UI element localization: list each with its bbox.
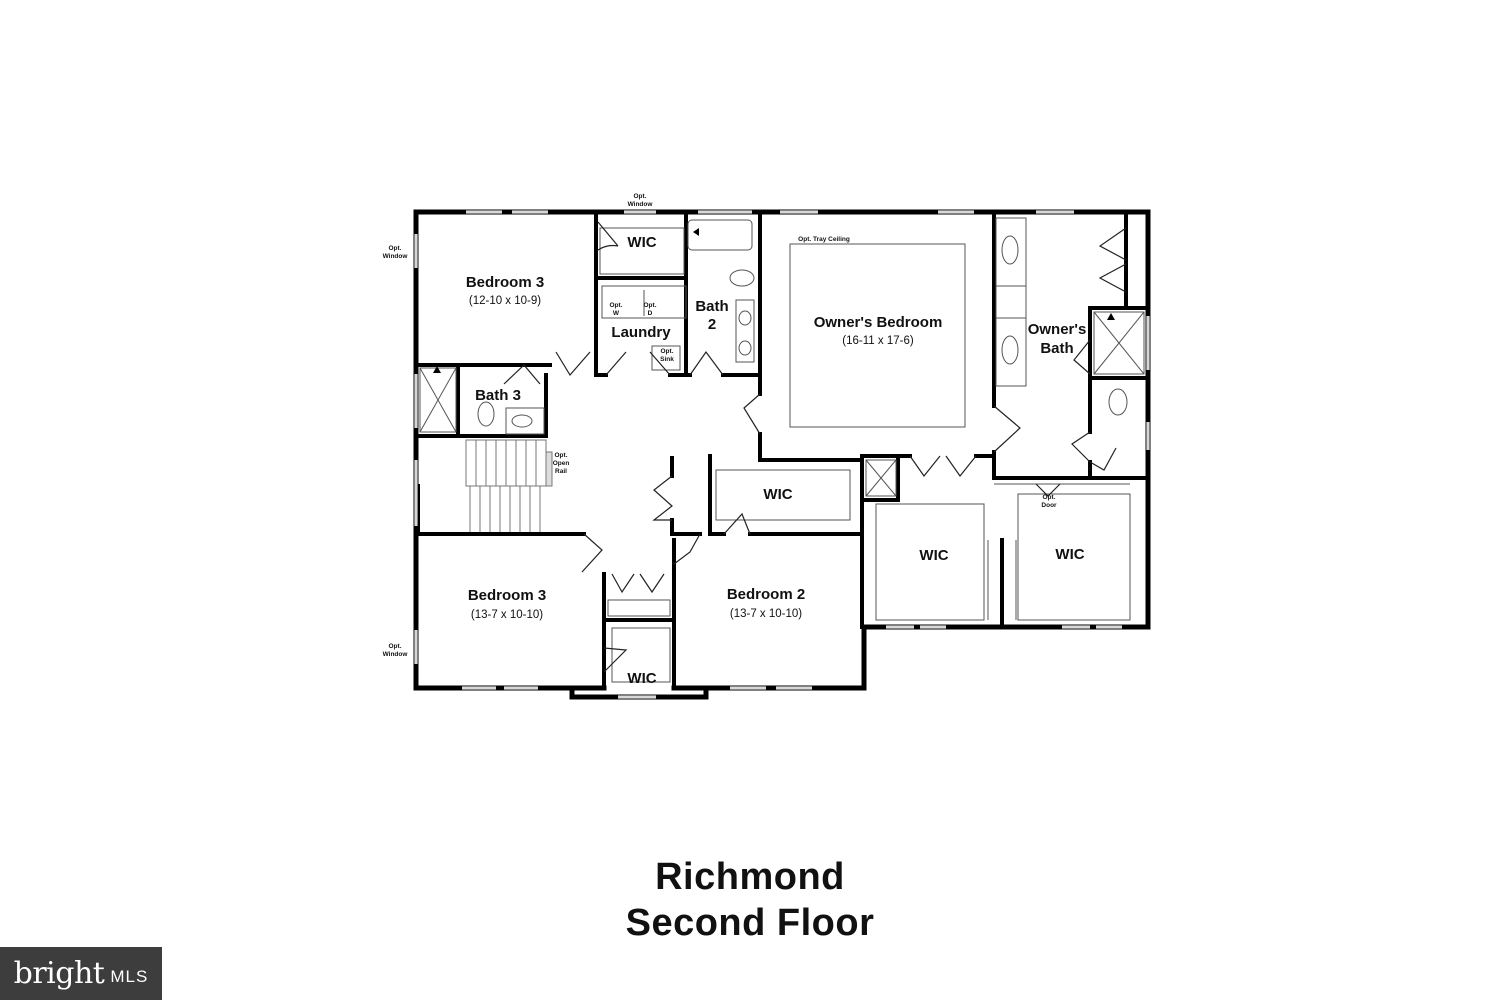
room-name-bath2-line2: 2 [708,316,716,333]
room-name-owners-bedroom: Owner's Bedroom [814,314,943,331]
note-opt-w-1: Opt. [610,302,623,309]
room-name-owners-bath-line1: Owner's [1028,321,1087,338]
bright-mls-logo: bright MLS [0,947,162,1000]
note-opt-window-left-top-2: Window [383,253,409,260]
room-name-wic-bottom: WIC [627,670,656,687]
note-opt-window-left-top-1: Opt. [389,245,402,252]
door-swings [503,221,1127,673]
note-opt-sink-1: Opt. [661,348,674,355]
room-dims-owners-bedroom: (16-11 x 17-6) [842,335,914,347]
room-name-wic-mid: WIC [763,486,792,503]
logo-wordmark: bright [13,956,105,991]
room-name-owners-bath-line2: Bath [1040,340,1073,357]
fixtures [419,217,1145,683]
note-opt-d-2: D [648,310,653,317]
note-opt-w-2: W [613,310,620,317]
note-opt-open-rail-1: Opt. [555,452,568,459]
arrow-left-icon [693,228,699,236]
plan-subtitle: Second Floor [625,902,875,944]
room-name-bath2-line1: Bath [695,298,728,315]
room-name-bedroom3-top: Bedroom 3 [466,274,544,291]
note-opt-door-1: Opt. [1043,494,1056,501]
room-name-laundry: Laundry [611,324,671,341]
note-opt-sink-2: Sink [660,356,674,363]
note-opt-window-top-1: Opt. [634,193,647,200]
room-name-bath3: Bath 3 [475,387,521,404]
logo-suffix: MLS [110,966,149,986]
room-dims-bedroom3-bottom: (13-7 x 10-10) [471,609,543,621]
note-opt-open-rail-2: Open [553,460,570,467]
arrow-up-icon [433,366,441,373]
room-name-bedroom3-bottom: Bedroom 3 [468,587,546,604]
staircase [465,439,553,532]
note-opt-window-top-2: Window [628,201,654,208]
interior-walls [414,210,1150,690]
room-name-bedroom2: Bedroom 2 [727,586,805,603]
room-labels: Bedroom 3 (12-10 x 10-9) WIC Laundry Bat… [466,234,1086,687]
note-opt-open-rail-3: Rail [555,468,567,475]
note-opt-window-left-bottom-1: Opt. [389,643,402,650]
room-name-wic-top: WIC [627,234,656,251]
room-name-wic-owner-right: WIC [1055,546,1084,563]
note-opt-window-left-bottom-2: Window [383,651,409,658]
shower-arrows [433,228,1115,373]
note-opt-d-1: Opt. [644,302,657,309]
room-name-wic-owner-left: WIC [919,547,948,564]
window-panes [415,211,1149,698]
note-opt-door-2: Door [1041,502,1057,509]
note-opt-tray-ceiling: Opt. Tray Ceiling [798,236,850,243]
room-dims-bedroom3-top: (12-10 x 10-9) [469,295,541,307]
room-dims-bedroom2: (13-7 x 10-10) [730,608,802,620]
arrow-up-icon [1107,313,1115,320]
plan-title: Richmond [655,856,845,898]
option-notes: Opt. Window Opt. Window Opt. Window Opt.… [383,193,1057,658]
